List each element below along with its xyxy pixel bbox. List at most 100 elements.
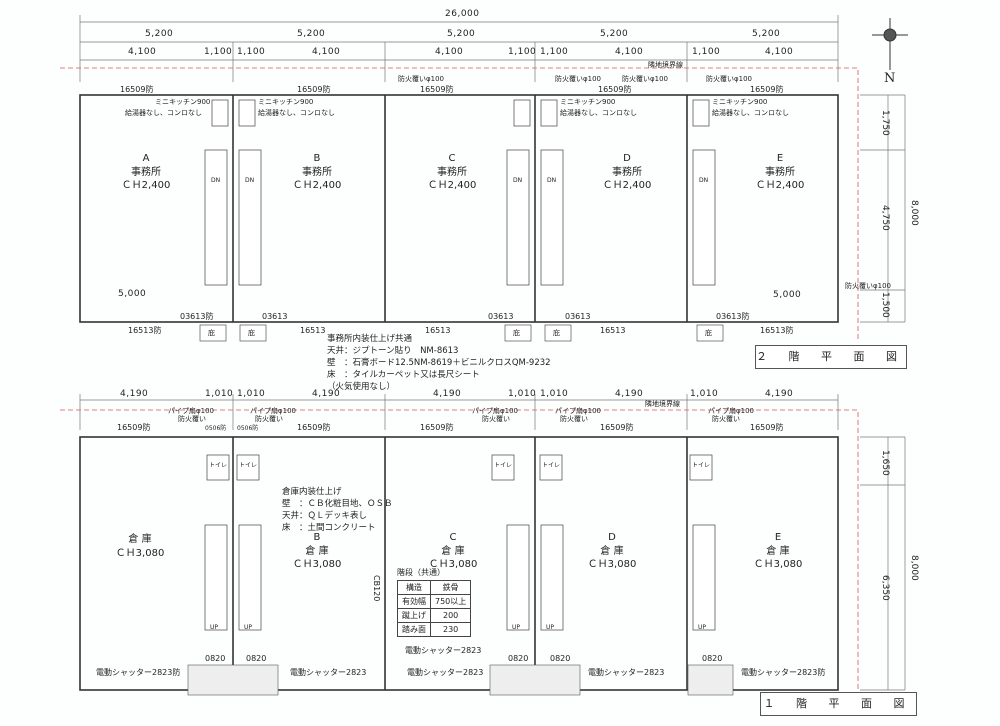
balconies — [199, 324, 724, 342]
fire-cover-label: 防火覆い — [482, 415, 510, 423]
balcony-label: 庇 — [705, 329, 712, 337]
unit-letter: C — [449, 532, 457, 543]
unit-use: 事務所 — [764, 166, 795, 178]
unit-ceiling-height: ＣＨ2,400 — [427, 180, 477, 191]
site-boundary-lines — [60, 67, 859, 690]
door-label: 03613 — [565, 312, 591, 321]
stair-dn: DN — [245, 177, 255, 184]
fire-cover-label: 防火覆い — [560, 415, 588, 423]
window-label: 16513 — [600, 326, 626, 335]
kitchen-label: ミニキッチン900 — [712, 98, 768, 106]
dim-total: 26,000 — [445, 9, 480, 19]
dim-sub: 1,100 — [692, 47, 721, 57]
north-arrow — [872, 18, 908, 70]
office-finish-notes: 事務所内装仕上げ共通 天井：ジプトーン貼り NM-8613 壁 ：石膏ボード12… — [327, 333, 551, 393]
balcony-label: 庇 — [208, 329, 215, 337]
table-cell: 230 — [429, 622, 472, 637]
window-label: 16509防 — [117, 423, 151, 432]
fire-damper-label: 防火覆いφ100 — [706, 75, 752, 83]
dim-inner: 5,000 — [118, 289, 147, 299]
door-label: 0820 — [702, 654, 723, 663]
stair-up: UP — [244, 624, 253, 631]
table-cell: 蹴上げ — [397, 608, 431, 623]
fire-cover-label: 防火覆い — [178, 415, 206, 423]
fire-damper-label: 防火覆いφ100 — [845, 282, 891, 290]
table-cell: 構造 — [397, 580, 431, 595]
stair-up: UP — [512, 624, 521, 631]
vent-window-label: 0506防 — [205, 425, 227, 432]
unit-ceiling-height: ＣＨ2,400 — [121, 180, 171, 191]
table-cell: 200 — [429, 608, 472, 623]
dim-right: 6,350 — [880, 575, 890, 601]
dim-right: 1,500 — [880, 292, 890, 318]
stair-up: UP — [210, 624, 219, 631]
window-label: 16509防 — [120, 85, 154, 94]
dim-sub: 1,100 — [540, 47, 569, 57]
kitchen-note: 給湯器なし、コンロなし — [125, 109, 202, 117]
kitchens-toilets — [206, 99, 713, 481]
door-label: 03613 — [262, 312, 288, 321]
unit-letter: C — [448, 153, 456, 164]
window-label: 16509防 — [600, 423, 634, 432]
dim-sub: 1,010 — [237, 389, 266, 399]
table-cell: 鉄骨 — [429, 580, 472, 595]
door-label: 03613防 — [180, 312, 214, 321]
unit-letter: E — [776, 153, 784, 164]
window-label: 16513 — [300, 326, 326, 335]
dim-module: 5,200 — [752, 29, 781, 39]
pipe-fan-label: パイプ扇φ100 — [555, 407, 601, 415]
stair-dn: DN — [513, 177, 523, 184]
note-line: 床 ：タイルカーペット又は長尺シート — [327, 370, 480, 380]
door-label: 0820 — [508, 654, 529, 663]
note-line: 壁 ：石膏ボード12.5NM-8619＋ビニルクロスQM-9232 — [327, 358, 551, 368]
fire-cover-label: 防火覆い — [255, 415, 283, 423]
dim-sub: 4,100 — [615, 47, 644, 57]
table-row: 構造鉄骨 — [397, 580, 472, 595]
stair-table-title: 階段（共通） — [397, 568, 445, 577]
dimension-lines — [79, 15, 906, 691]
dim-module: 5,200 — [145, 29, 174, 39]
unit-use: 事務所 — [611, 166, 642, 178]
dim-sub: 4,190 — [765, 389, 794, 399]
note-line: 天井：ジプトーン貼り NM-8613 — [327, 346, 459, 356]
window-label: 16513防 — [760, 326, 794, 335]
fire-damper-label: 防火覆いφ100 — [622, 75, 668, 83]
pipe-fan-label: パイプ扇φ100 — [250, 407, 296, 415]
dim-sub: 1,010 — [205, 389, 234, 399]
north-label: N — [884, 71, 896, 86]
kitchen-label: ミニキッチン900 — [258, 98, 314, 106]
unit-ceiling-height: ＣＨ2,400 — [755, 180, 805, 191]
kitchen-label: ミニキッチン900 — [560, 98, 616, 106]
shutter-label: 電動シャッター2823防 — [741, 668, 826, 677]
cb-wall-label: CB120 — [372, 575, 381, 602]
dim-right: 4,750 — [880, 205, 890, 231]
boundary-label: 隣地境界線 — [648, 61, 683, 69]
unit-ceiling-height: ＣＨ3,080 — [753, 559, 803, 570]
dim-sub: 1,010 — [690, 389, 719, 399]
stair-dn: DN — [547, 177, 557, 184]
dim-sub: 1,010 — [508, 389, 537, 399]
balcony-label: 庇 — [553, 329, 560, 337]
floor2-title: ２ 階 平 面 図 — [755, 345, 907, 369]
pipe-fan-label: パイプ扇φ100 — [472, 407, 518, 415]
dim-sub: 4,190 — [433, 389, 462, 399]
walls — [79, 94, 839, 691]
unit-letter: D — [623, 153, 631, 164]
window-label: 16513防 — [128, 326, 162, 335]
door-label: 0820 — [205, 654, 226, 663]
window-label: 16513 — [425, 326, 451, 335]
window-label: 16509防 — [297, 423, 331, 432]
dim-depth: 8,000 — [909, 555, 919, 581]
unit-ceiling-height: ＣＨ2,400 — [602, 180, 652, 191]
stair-up: UP — [698, 624, 707, 631]
note-line: 壁 ：ＣＢ化粧目地、ＯＳＢ — [282, 499, 393, 509]
kitchen-note: 給湯器なし、コンロなし — [560, 109, 637, 117]
